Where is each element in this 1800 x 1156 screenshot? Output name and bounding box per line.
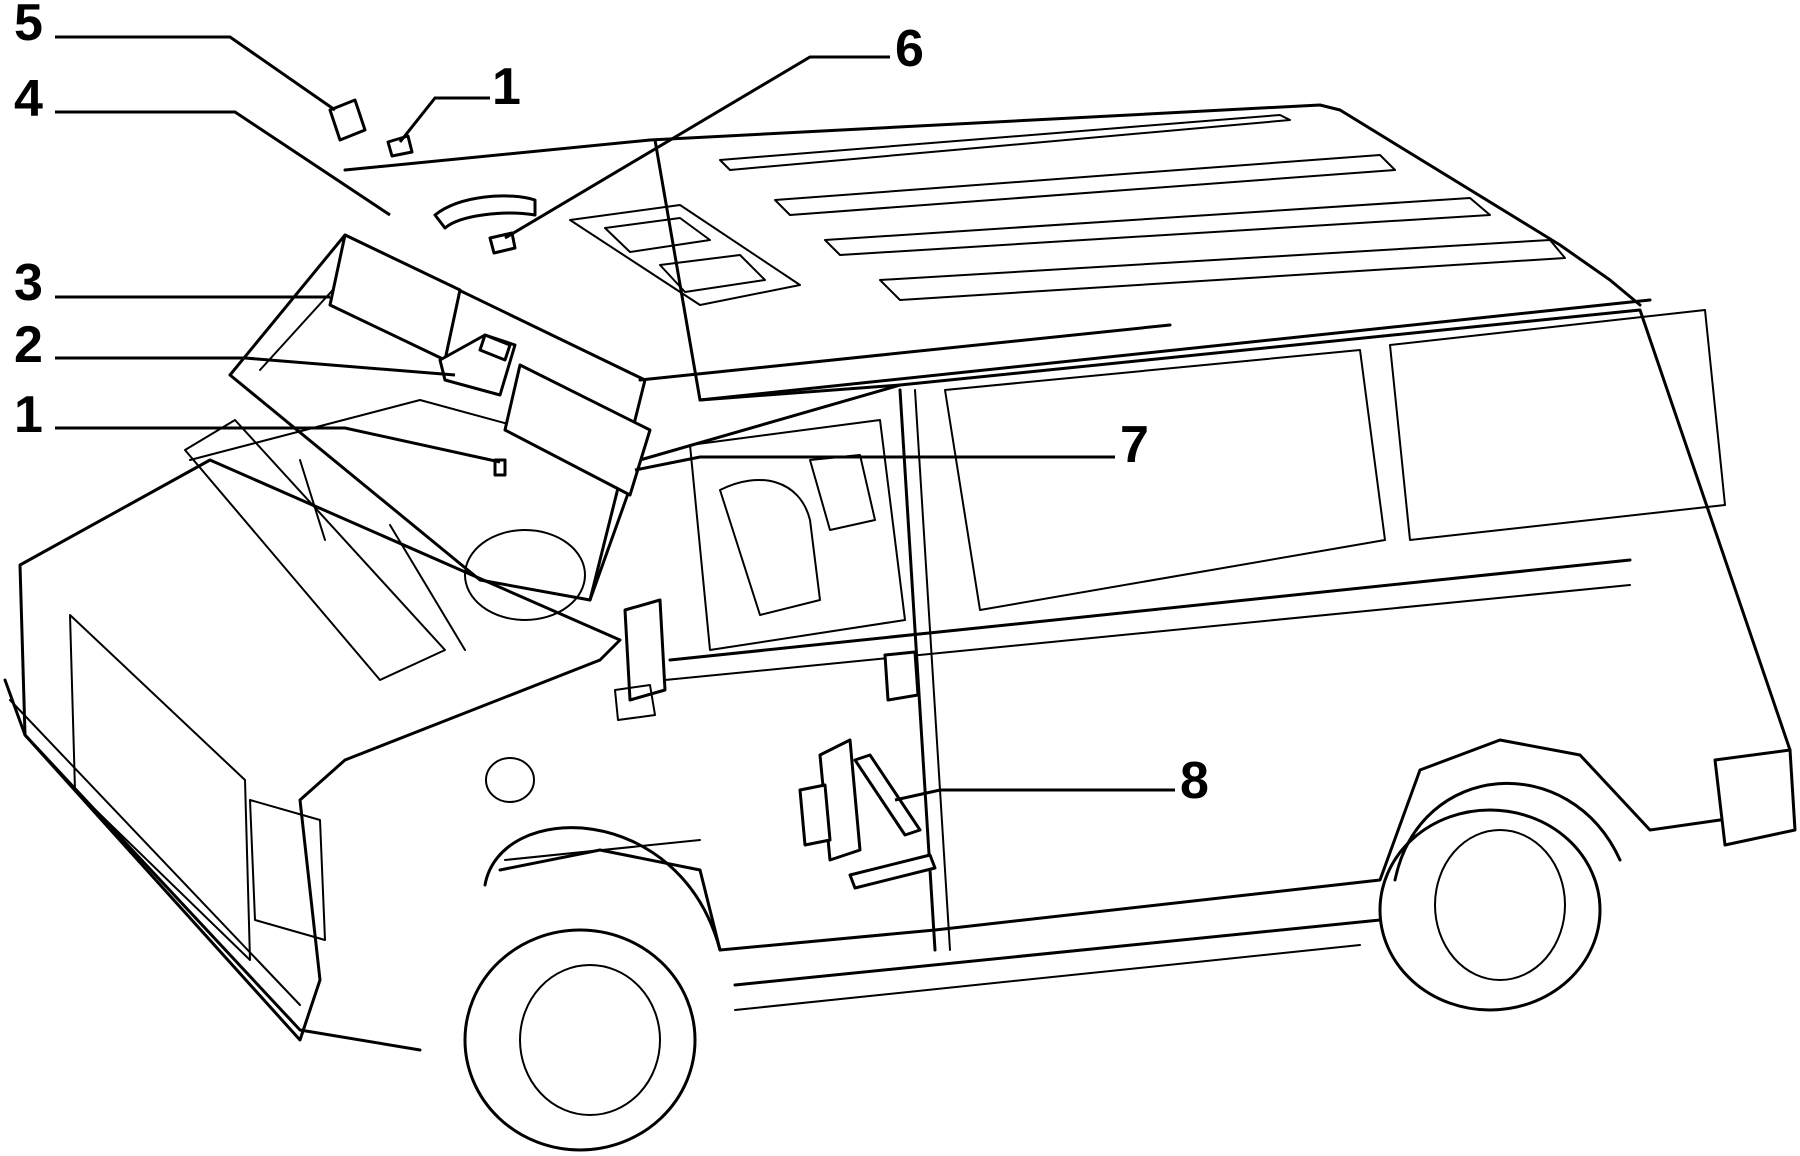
part-4-grab-handle (433, 194, 537, 230)
parts (328, 98, 937, 890)
label-1-lower: 1 (14, 386, 43, 444)
van-body (3, 103, 1797, 1152)
label-6: 6 (895, 20, 924, 78)
part-3-sun-visor-left (328, 233, 462, 362)
label-5: 5 (14, 0, 43, 52)
label-3: 3 (14, 254, 43, 312)
part-1-screw-top (386, 134, 414, 158)
part-1-screw-lower (493, 458, 507, 477)
label-7: 7 (1120, 416, 1149, 474)
leader-lines (55, 35, 1175, 802)
label-1-top: 1 (492, 58, 521, 116)
part-6-lamp (488, 231, 517, 255)
part-5-clip (328, 98, 367, 142)
label-4: 4 (14, 70, 43, 128)
label-2: 2 (14, 316, 43, 374)
part-8-jack-handle (853, 753, 922, 837)
label-8: 8 (1180, 752, 1209, 810)
callout-labels: 5 4 1 6 3 2 1 7 8 (14, 0, 1209, 810)
part-7-sun-visor-right (503, 363, 652, 497)
